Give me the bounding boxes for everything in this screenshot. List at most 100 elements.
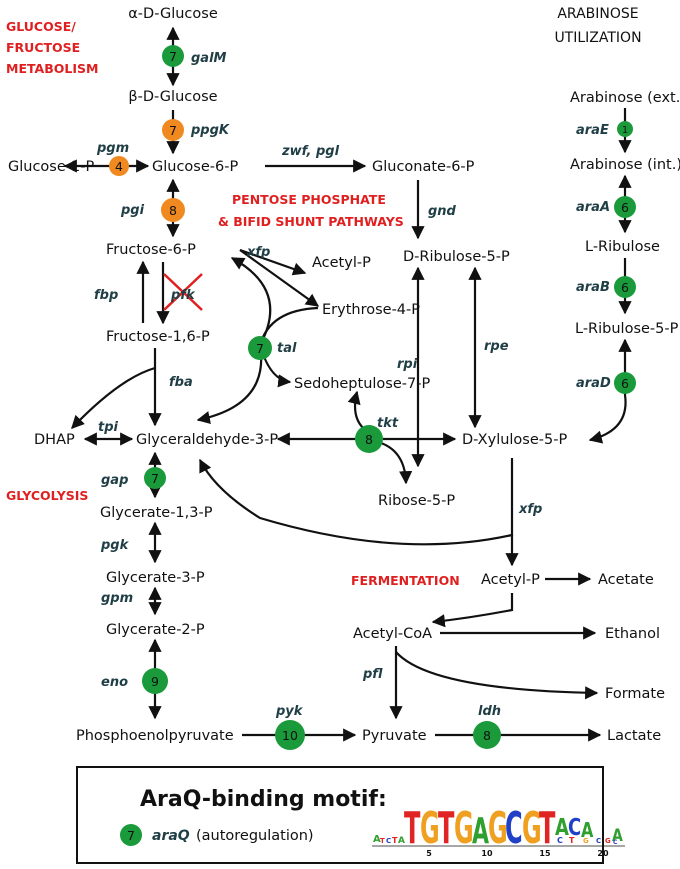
header-arabinose-line1: ARABINOSE bbox=[557, 6, 638, 22]
header-glucose-line1: GLUCOSE/ bbox=[6, 19, 76, 34]
logo-letter: C bbox=[505, 805, 523, 854]
metabolite-erythrose-4p: Erythrose-4-P bbox=[322, 302, 420, 318]
metabolites: α-D-Glucose β-D-Glucose Glucose-1-P Gluc… bbox=[8, 6, 680, 744]
metabolite-ethanol: Ethanol bbox=[605, 626, 660, 642]
legend-box: AraQ-binding motif: 7 araQ (autoregulati… bbox=[76, 766, 625, 864]
binding-site-badges: 7 7 4 8 7 8 7 9 10 8 1 6 6 6 bbox=[109, 45, 636, 750]
badge-araE: 1 bbox=[617, 121, 633, 137]
enzyme-pfl: pfl bbox=[362, 667, 383, 682]
section-headers: GLUCOSE/ FRUCTOSE METABOLISM PENTOSE PHO… bbox=[6, 6, 642, 588]
arrow-formate bbox=[395, 651, 599, 700]
arrow-xfp-erythrose bbox=[239, 249, 320, 307]
logo-letter: C bbox=[596, 837, 601, 845]
metabolite-d-xylulose-5p: D-Xylulose-5-P bbox=[462, 432, 567, 448]
legend-frame bbox=[76, 766, 604, 864]
logo-letter: T bbox=[438, 805, 454, 854]
badge-eno: 9 bbox=[142, 668, 168, 694]
svg-text:7: 7 bbox=[151, 471, 159, 486]
enzyme-pgi: pgi bbox=[120, 203, 145, 218]
svg-text:8: 8 bbox=[365, 432, 373, 447]
logo-tick: 20 bbox=[597, 849, 609, 858]
logo-letter: T bbox=[569, 836, 575, 845]
badge-ppgK: 7 bbox=[162, 119, 184, 141]
enzyme-pyk: pyk bbox=[275, 704, 304, 719]
metabolite-d-ribulose-5p: D-Ribulose-5-P bbox=[403, 249, 510, 265]
badge-ldh: 8 bbox=[473, 721, 501, 749]
logo-letter: A bbox=[398, 836, 405, 846]
legend-note: (autoregulation) bbox=[196, 828, 314, 844]
logo-letter: A bbox=[373, 834, 381, 845]
metabolite-glycerate-13p: Glycerate-1,3-P bbox=[100, 505, 213, 521]
enzymes: galM ppgK pgm zwf, pgl pgi gnd xfp fbp p… bbox=[94, 51, 611, 719]
legend-gene-araQ: araQ bbox=[152, 828, 190, 844]
logo-letter: C bbox=[568, 814, 581, 841]
metabolite-ribose-5p: Ribose-5-P bbox=[378, 493, 455, 509]
enzyme-zwf-pgl: zwf, pgl bbox=[281, 144, 340, 159]
metabolite-acetyl-coa: Acetyl-CoA bbox=[353, 626, 432, 642]
logo-letter: G bbox=[488, 805, 508, 854]
arrow-tal-erythrose bbox=[258, 306, 319, 346]
enzyme-gnd: gnd bbox=[428, 204, 457, 219]
arrow-tkt-ribose bbox=[377, 440, 413, 485]
logo-letter: T bbox=[380, 837, 385, 845]
logo-letter: A bbox=[472, 811, 489, 852]
badge-pgi: 8 bbox=[161, 198, 185, 222]
svg-text:8: 8 bbox=[483, 728, 491, 743]
enzyme-tal: tal bbox=[277, 341, 297, 356]
logo-letter: A bbox=[555, 814, 570, 841]
svg-text:4: 4 bbox=[115, 159, 123, 174]
enzyme-galM: galM bbox=[191, 51, 227, 66]
metabolite-l-ribulose: L-Ribulose bbox=[585, 239, 660, 255]
enzyme-ppgK: ppgK bbox=[190, 123, 230, 138]
arrow-fba-dhap bbox=[71, 366, 156, 429]
badge-araB: 6 bbox=[614, 276, 636, 298]
legend-title: AraQ-binding motif: bbox=[140, 787, 387, 812]
arrow-xfp-acetylp bbox=[239, 248, 307, 276]
metabolite-sedoheptulose-7p: Sedoheptulose-7-P bbox=[294, 376, 430, 392]
logo-letter: C bbox=[613, 839, 618, 846]
svg-text:6: 6 bbox=[621, 200, 629, 215]
logo-letter: G bbox=[522, 805, 542, 854]
metabolite-dhap: DHAP bbox=[34, 432, 75, 448]
header-glucose-line3: METABOLISM bbox=[6, 61, 98, 76]
header-pentose-line2: & BIFID SHUNT PATHWAYS bbox=[218, 214, 404, 229]
svg-text:9: 9 bbox=[151, 674, 159, 689]
metabolite-l-ribulose-5p: L-Ribulose-5-P bbox=[575, 321, 679, 337]
badge-pgm: 4 bbox=[109, 156, 129, 176]
metabolite-arabinose-int: Arabinose (int.) bbox=[570, 157, 680, 173]
enzyme-xfp-top: xfp bbox=[246, 245, 270, 260]
svg-text:8: 8 bbox=[169, 203, 177, 218]
logo-letter: T bbox=[404, 805, 420, 854]
metabolite-lactate: Lactate bbox=[607, 728, 661, 744]
logo-tick: 10 bbox=[481, 849, 493, 858]
enzyme-araD: araD bbox=[576, 376, 611, 391]
arrow-araD bbox=[588, 338, 632, 444]
svg-text:7: 7 bbox=[256, 341, 264, 356]
header-fermentation: FERMENTATION bbox=[351, 573, 460, 588]
enzyme-tpi: tpi bbox=[98, 420, 119, 435]
header-pentose-line1: PENTOSE PHOSPHATE bbox=[232, 192, 386, 207]
motif-logo: A T C T A T G T G A G C G T A C C T A G … bbox=[372, 805, 625, 858]
enzyme-pfk: pfk bbox=[170, 288, 196, 303]
enzyme-gpm: gpm bbox=[101, 591, 133, 606]
metabolite-acetyl-p-top: Acetyl-P bbox=[312, 255, 371, 271]
enzyme-araA: araA bbox=[576, 200, 610, 215]
metabolite-acetyl-p: Acetyl-P bbox=[481, 572, 540, 588]
enzyme-fba: fba bbox=[169, 375, 193, 390]
svg-text:7: 7 bbox=[169, 123, 177, 138]
arrow-xfp-bottom bbox=[199, 458, 514, 546]
arrow-acetylp-coa bbox=[431, 593, 514, 628]
metabolite-arabinose-ext: Arabinose (ext.) bbox=[570, 90, 680, 106]
badge-tkt: 8 bbox=[355, 425, 383, 453]
metabolite-formate: Formate bbox=[605, 686, 665, 702]
svg-text:10: 10 bbox=[282, 728, 298, 743]
metabolite-beta-glucose: β-D-Glucose bbox=[128, 89, 217, 105]
enzyme-xfp-bottom: xfp bbox=[518, 502, 542, 517]
logo-letter: A bbox=[612, 826, 623, 846]
badge-gap: 7 bbox=[144, 467, 166, 489]
badge-tal: 7 bbox=[248, 336, 272, 360]
legend-badge: 7 bbox=[120, 824, 142, 846]
enzyme-fbp: fbp bbox=[94, 288, 118, 303]
enzyme-araB: araB bbox=[576, 280, 610, 295]
